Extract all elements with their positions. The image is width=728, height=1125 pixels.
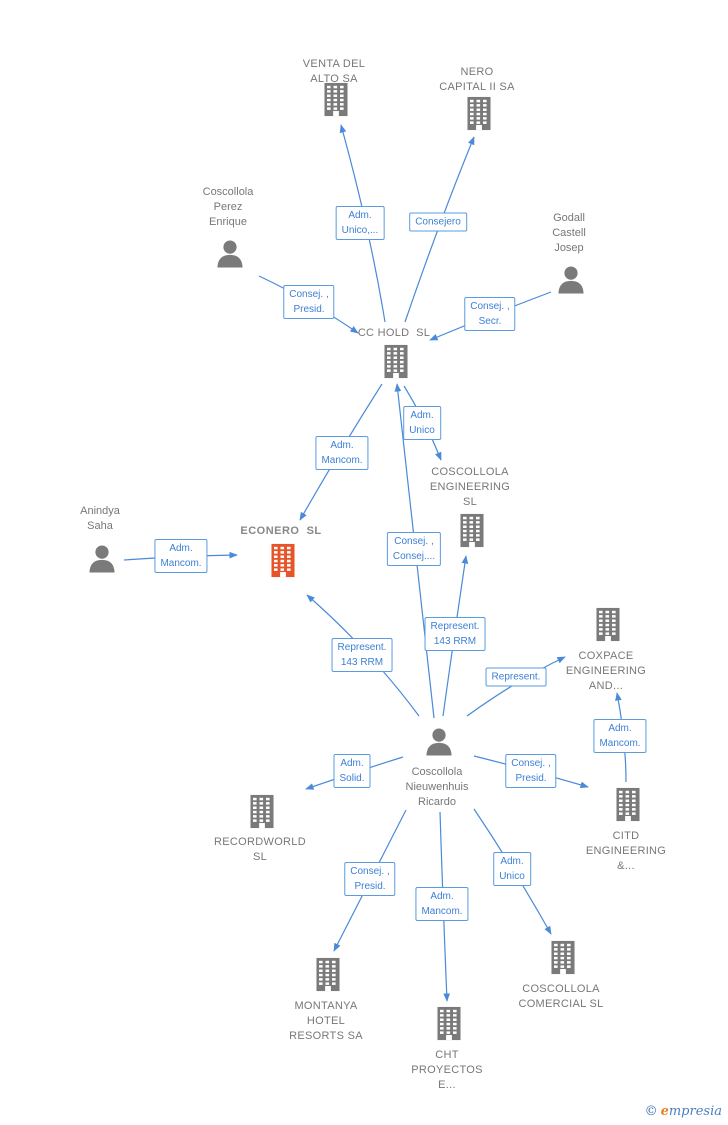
node-label-nero[interactable]: NERO CAPITAL II SA <box>439 66 515 93</box>
node-label-recordworld[interactable]: RECORDWORLD SL <box>214 836 306 863</box>
node-label-ricardo[interactable]: Coscollola Nieuwenhuis Ricardo <box>405 766 469 808</box>
edge-label[interactable]: Represent. 143 RRM <box>331 638 393 672</box>
node-label-godall[interactable]: Godall Castell Josep <box>552 212 586 254</box>
building-icon[interactable] <box>545 940 581 981</box>
node-label-coscollola_pe[interactable]: Coscollola Perez Enrique <box>202 186 254 228</box>
edge-label[interactable]: Consej. , Secr. <box>464 297 516 331</box>
building-icon[interactable] <box>318 82 354 123</box>
building-focus-icon[interactable] <box>265 543 301 584</box>
node-label-coscCom[interactable]: COSCOLLOLA COMERCIAL SL <box>518 983 604 1010</box>
edge-ricardo-to-coxpace <box>466 656 566 717</box>
node-label-venta[interactable]: VENTA DEL ALTO SA <box>302 58 366 85</box>
building-icon[interactable] <box>461 96 497 137</box>
building-icon[interactable] <box>610 787 646 828</box>
copyright-symbol: © <box>644 1104 658 1119</box>
node-label-citd[interactable]: CITD ENGINEERING &... <box>585 830 667 872</box>
edge-label[interactable]: Adm. Solid. <box>333 754 371 788</box>
building-icon[interactable] <box>244 794 280 835</box>
edge-label[interactable]: Consej. , Presid. <box>505 754 557 788</box>
node-label-econero[interactable]: ECONERO SL <box>240 525 322 537</box>
building-icon[interactable] <box>378 344 414 385</box>
brand-footer: ©empresia <box>645 1104 722 1119</box>
edge-label[interactable]: Adm. Unico <box>493 852 531 886</box>
building-icon[interactable] <box>310 957 346 998</box>
edge-label[interactable]: Consejero <box>409 212 467 232</box>
node-label-montanya[interactable]: MONTANYA HOTEL RESORTS SA <box>289 1000 363 1042</box>
edge-label[interactable]: Adm. Mancom. <box>593 719 647 753</box>
node-label-ccHold[interactable]: CC HOLD SL <box>357 327 431 339</box>
edge-label[interactable]: Adm. Unico <box>403 406 441 440</box>
node-label-anindya[interactable]: Anindya Saha <box>80 505 120 532</box>
edge-label[interactable]: Adm. Mancom. <box>315 436 369 470</box>
building-icon[interactable] <box>454 513 490 554</box>
edge-label[interactable]: Represent. 143 RRM <box>424 617 486 651</box>
node-label-cht[interactable]: CHT PROYECTOS E... <box>411 1049 483 1091</box>
brand-logo-e: e <box>660 1104 669 1119</box>
edge-label[interactable]: Adm. Unico,... <box>335 206 385 240</box>
person-icon[interactable] <box>87 543 117 578</box>
edge-label[interactable]: Consej. , Presid. <box>283 285 335 319</box>
node-label-coxpace[interactable]: COXPACE ENGINEERING AND... <box>565 650 647 692</box>
person-icon[interactable] <box>424 726 454 761</box>
person-icon[interactable] <box>556 264 586 299</box>
building-icon[interactable] <box>590 607 626 648</box>
brand-logo-text: mpresia <box>668 1104 722 1119</box>
building-icon[interactable] <box>431 1006 467 1047</box>
edge-label[interactable]: Consej. , Consej.... <box>386 532 442 566</box>
edge-label[interactable]: Represent. <box>485 667 547 687</box>
node-label-coscEng[interactable]: COSCOLLOLA ENGINEERING SL <box>429 466 511 508</box>
edge-label[interactable]: Adm. Mancom. <box>415 887 469 921</box>
edge-label[interactable]: Adm. Mancom. <box>154 539 208 573</box>
person-icon[interactable] <box>215 238 245 273</box>
edge-label[interactable]: Consej. , Presid. <box>344 862 396 896</box>
